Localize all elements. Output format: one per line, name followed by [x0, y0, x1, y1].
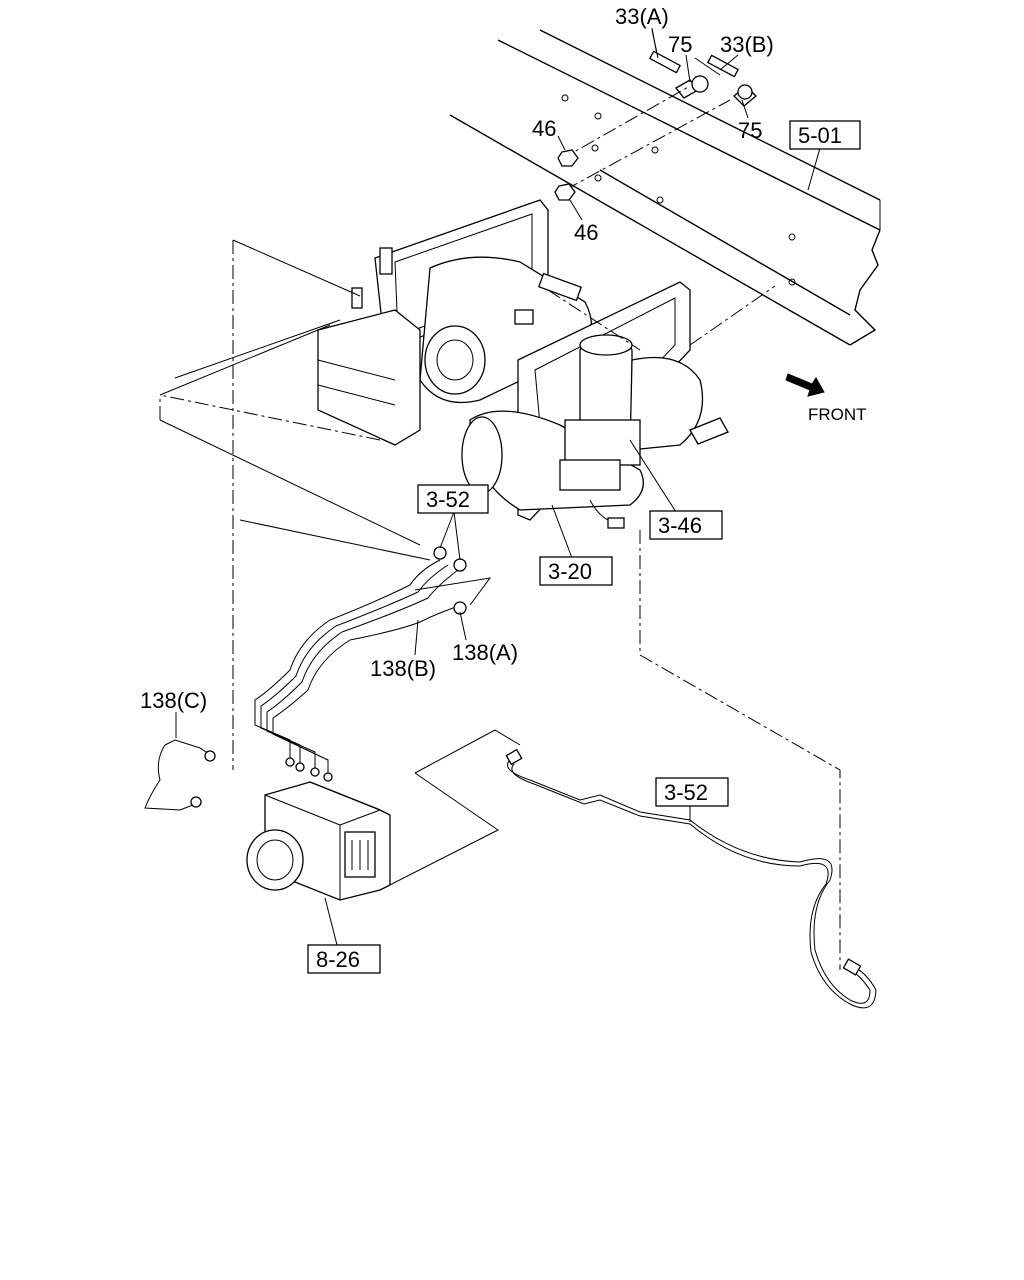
callout-46-top: 46	[532, 116, 556, 141]
air-tank-assembly	[317, 199, 729, 529]
ref-3-46: 3-46	[658, 513, 702, 538]
callout-33a: 33(A)	[615, 4, 669, 29]
ref-3-20: 3-20	[548, 559, 592, 584]
callout-138a: 138(A)	[452, 640, 518, 665]
ref-box-3-46[interactable]: 3-46	[649, 510, 723, 540]
ref-box-3-20[interactable]: 3-20	[539, 556, 613, 586]
callout-75-right: 75	[738, 118, 762, 143]
mounting-plane-lines	[159, 239, 841, 970]
leader-lines	[175, 29, 821, 946]
front-label: FRONT	[808, 405, 867, 424]
ref-box-5-01[interactable]: 5-01	[789, 120, 861, 150]
callout-75-top: 75	[668, 32, 692, 57]
callout-138b: 138(B)	[370, 656, 436, 681]
callout-46-bottom: 46	[574, 220, 598, 245]
pipe-138c	[144, 739, 216, 811]
nuts-46	[554, 149, 579, 201]
ref-3-52-top: 3-52	[426, 487, 470, 512]
abs-modulator	[246, 781, 391, 901]
pipe-right	[379, 729, 877, 1009]
brake-pipe-bundle	[254, 546, 467, 782]
ref-box-8-26[interactable]: 8-26	[307, 944, 381, 974]
ref-3-52-right: 3-52	[664, 780, 708, 805]
callout-138c: 138(C)	[140, 688, 207, 713]
ref-box-3-52-top[interactable]: 3-52	[417, 484, 489, 514]
front-arrow-icon	[785, 373, 825, 397]
ref-5-01: 5-01	[798, 123, 842, 148]
ref-8-26: 8-26	[316, 947, 360, 972]
frame-rail	[449, 29, 881, 346]
callout-33b: 33(B)	[720, 32, 774, 57]
ref-box-3-52-right[interactable]: 3-52	[655, 777, 729, 807]
